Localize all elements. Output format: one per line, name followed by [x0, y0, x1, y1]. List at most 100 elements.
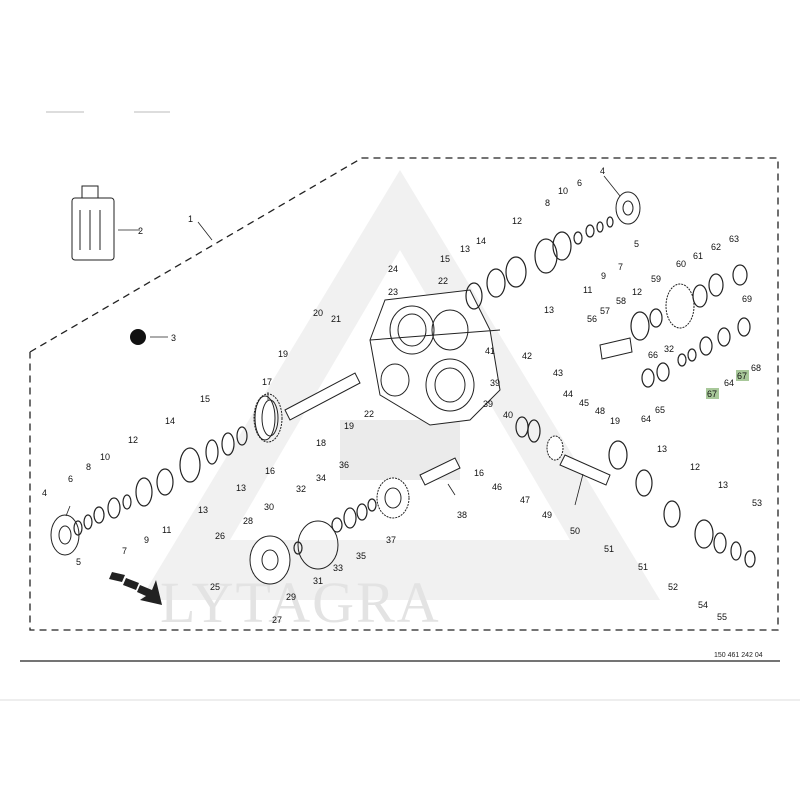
ring-washer-part: [630, 311, 650, 341]
callout-21: 21: [331, 314, 341, 324]
ring-washer-part: [156, 468, 174, 496]
cover-plate-part: [249, 520, 339, 585]
ring-washer-part: [737, 317, 751, 337]
callout-12: 12: [632, 287, 642, 297]
callout-55: 55: [717, 612, 727, 622]
ring-washer-part: [585, 224, 595, 238]
callout-57: 57: [600, 306, 610, 316]
callout-31: 31: [313, 576, 323, 586]
callout-34: 34: [316, 473, 326, 483]
gear-48-part: [546, 435, 564, 461]
callout-62: 62: [711, 242, 721, 252]
callout-19: 19: [610, 416, 620, 426]
callout-12: 12: [512, 216, 522, 226]
callout-44: 44: [563, 389, 573, 399]
ring-washer-part: [635, 469, 653, 497]
gearbox-housing-part: [369, 289, 501, 426]
ring-washer-part: [552, 231, 572, 261]
ring-washer-part: [236, 426, 248, 446]
ring-washer-part: [692, 284, 708, 308]
ring-washer-part: [135, 477, 153, 507]
callout-19: 19: [278, 349, 288, 359]
callout-56: 56: [587, 314, 597, 324]
callout-11: 11: [583, 285, 592, 295]
ring-washer-part: [717, 327, 731, 347]
input-shaft-part: [254, 372, 361, 441]
callout-63: 63: [729, 234, 739, 244]
leader-lines: [65, 175, 621, 517]
callout-25: 25: [210, 582, 220, 592]
callout-11: 11: [162, 525, 171, 535]
callout-52: 52: [668, 582, 678, 592]
callout-28: 28: [243, 516, 253, 526]
ring-washer-part: [713, 532, 727, 554]
callout-16: 16: [474, 468, 484, 478]
callout-19: 19: [344, 421, 354, 431]
callout-12: 12: [690, 462, 700, 472]
callout-18: 18: [316, 438, 326, 448]
ring-washer-part: [608, 440, 628, 470]
callout-60: 60: [676, 259, 686, 269]
ring-washer-part: [486, 268, 506, 298]
callout-37: 37: [386, 535, 396, 545]
callout-7: 7: [618, 262, 623, 272]
callout-15: 15: [440, 254, 450, 264]
callout-27: 27: [272, 615, 282, 625]
callout-47: 47: [520, 495, 530, 505]
ring-washer-part: [465, 282, 483, 310]
ring-washer-part: [107, 497, 121, 519]
callout-67: 67: [707, 389, 717, 399]
ring-washer-part: [293, 541, 303, 555]
ring-washer-part: [677, 353, 687, 367]
callout-10: 10: [558, 186, 568, 196]
callout-59: 59: [651, 274, 661, 284]
callout-66: 66: [648, 350, 658, 360]
ring-washer-part: [343, 507, 357, 529]
callout-13: 13: [460, 244, 470, 254]
callout-6: 6: [577, 178, 582, 188]
callout-2: 2: [138, 226, 143, 236]
shaft-49-part: [559, 454, 611, 486]
callout-10: 10: [100, 452, 110, 462]
callout-13: 13: [718, 480, 728, 490]
callout-13: 13: [236, 483, 246, 493]
callout-3: 3: [171, 333, 176, 343]
ring-washer-part: [534, 238, 558, 274]
ring-washer-part: [596, 221, 604, 233]
ring-washer-part: [649, 308, 663, 328]
ring-washer-part: [93, 506, 105, 524]
ring-washer-part: [122, 494, 132, 510]
callout-7: 7: [122, 546, 127, 556]
callout-13: 13: [544, 305, 554, 315]
ring-washer-part: [732, 264, 748, 286]
callout-40: 40: [503, 410, 513, 420]
callout-17: 17: [262, 377, 272, 387]
callout-22: 22: [438, 276, 448, 286]
callout-16: 16: [265, 466, 275, 476]
callout-54: 54: [698, 600, 708, 610]
callout-51: 51: [604, 544, 614, 554]
callout-14: 14: [476, 236, 486, 246]
ring-washer-part: [83, 514, 93, 530]
callout-8: 8: [545, 198, 550, 208]
callout-35: 35: [356, 551, 366, 561]
callout-20: 20: [313, 308, 323, 318]
ring-washer-part: [331, 517, 343, 533]
callout-42: 42: [522, 351, 532, 361]
callout-36: 36: [339, 460, 349, 470]
callout-68: 68: [751, 363, 761, 373]
callout-41: 41: [485, 346, 495, 356]
left-flange-part: [50, 514, 80, 556]
callout-4: 4: [600, 166, 605, 176]
ring-washer-part: [687, 348, 697, 362]
callout-50: 50: [570, 526, 580, 536]
ring-washer-part: [221, 432, 235, 456]
callout-45: 45: [579, 398, 589, 408]
ring-washer-part: [641, 368, 655, 388]
highlight-box-67b: [736, 370, 749, 381]
callout-43: 43: [553, 368, 563, 378]
callout-24: 24: [388, 264, 398, 274]
callout-64: 64: [724, 378, 734, 388]
callout-48: 48: [595, 406, 605, 416]
